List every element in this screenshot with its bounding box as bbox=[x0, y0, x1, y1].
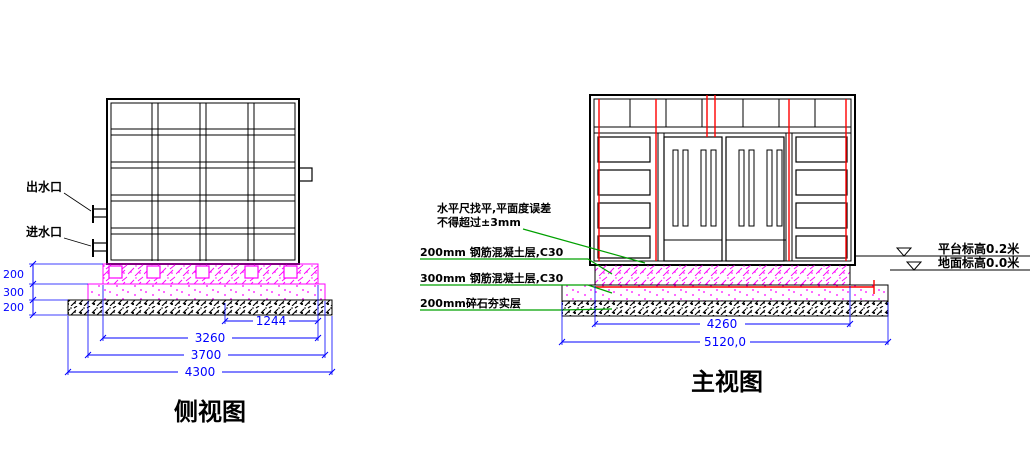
side-tank-mullions bbox=[151, 103, 255, 261]
side-tank-inner-frame bbox=[110, 102, 296, 261]
dim-5120-text: 5120,0 bbox=[704, 335, 746, 349]
dim-4260: 4260 bbox=[591, 317, 854, 331]
layer-dim-extensions bbox=[29, 263, 103, 316]
side-view-title: 侧视图 bbox=[174, 398, 246, 426]
double-doors bbox=[663, 136, 786, 262]
side-concrete-layer-300 bbox=[87, 283, 326, 301]
leveling-note-line1: 水平尺找平,平面度误差 bbox=[437, 201, 551, 215]
dim-5120: 5120,0 bbox=[558, 335, 892, 349]
front-view-title: 主视图 bbox=[691, 368, 763, 396]
elevation-triangle-icons bbox=[895, 247, 923, 271]
door-leaf-left bbox=[663, 136, 723, 262]
inlet-label: 进水口 bbox=[26, 224, 62, 239]
elevation-lines bbox=[856, 255, 1030, 271]
layer2-leader bbox=[420, 284, 613, 294]
leveling-note-line2: 不得超过±3mm bbox=[437, 215, 521, 229]
top-band-rails bbox=[594, 126, 851, 134]
front-width-dimensions: 4260 5120,0 bbox=[558, 286, 892, 349]
outlet-pipe bbox=[92, 208, 108, 218]
front-view: 水平尺找平,平面度误差 不得超过±3mm 200mm 钢筋混凝土层,C30 30… bbox=[420, 94, 1030, 396]
pedestal-block bbox=[283, 265, 298, 279]
inlet-pipe bbox=[92, 242, 108, 252]
dim-200-top: 200 bbox=[3, 268, 24, 281]
pedestal-block bbox=[195, 265, 210, 279]
dim-1244: 1244 bbox=[221, 314, 322, 328]
pedestal-block bbox=[244, 265, 259, 279]
red-reference-line bbox=[595, 280, 875, 294]
ground-elevation-label: 地面标高0.0米 bbox=[938, 255, 1020, 270]
side-gravel-layer-200 bbox=[67, 299, 333, 316]
door-slots bbox=[672, 149, 783, 227]
dim-4300: 4300 bbox=[64, 365, 336, 379]
dim-3260-text: 3260 bbox=[195, 331, 226, 345]
left-panel-cells bbox=[597, 136, 651, 259]
top-band-mullions bbox=[629, 99, 816, 127]
layer1-leader bbox=[420, 258, 613, 275]
side-width-dimensions: 1244 3260 3700 4300 bbox=[64, 285, 336, 379]
side-tank-outline bbox=[106, 98, 300, 265]
dim-3700: 3700 bbox=[84, 348, 329, 362]
elevation-markers: 平台标高0.2米 地面标高0.0米 bbox=[856, 241, 1030, 271]
outlet-label: 出水口 bbox=[26, 179, 62, 194]
dim-200-bottom: 200 bbox=[3, 301, 24, 314]
front-tank bbox=[589, 94, 856, 266]
door-leaf-right bbox=[725, 136, 785, 262]
leveling-leader bbox=[522, 228, 646, 264]
right-panel-cells bbox=[795, 136, 848, 259]
dim-4300-text: 4300 bbox=[185, 365, 216, 379]
inlet-leader bbox=[63, 237, 92, 247]
front-dim-extensions bbox=[561, 286, 889, 345]
platform-elevation-label: 平台标高0.2米 bbox=[938, 241, 1020, 256]
dim-1244-text: 1244 bbox=[256, 314, 287, 328]
red-seam-lines bbox=[598, 95, 847, 261]
outlet-leader bbox=[63, 192, 92, 212]
layer3-label: 200mm碎石夯实层 bbox=[420, 296, 521, 310]
dim-4260-text: 4260 bbox=[707, 317, 738, 331]
dim-300-mid: 300 bbox=[3, 286, 24, 299]
side-ports: 出水口 进水口 bbox=[26, 179, 108, 257]
side-tank-rails bbox=[111, 128, 295, 235]
leveling-annotations: 水平尺找平,平面度误差 不得超过±3mm 200mm 钢筋混凝土层,C30 30… bbox=[420, 201, 646, 311]
side-foundation bbox=[67, 263, 333, 316]
dim-3260: 3260 bbox=[99, 331, 322, 345]
side-layer-dimensions: 200 300 200 bbox=[3, 260, 103, 319]
side-view: 出水口 进水口 200 300 200 bbox=[3, 98, 336, 426]
side-tank bbox=[106, 98, 313, 265]
front-foundation bbox=[561, 264, 889, 317]
dim-3700-text: 3700 bbox=[191, 348, 222, 362]
layer1-label: 200mm 钢筋混凝土层,C30 bbox=[420, 245, 564, 259]
pedestal-block bbox=[108, 265, 123, 279]
front-concrete-layer-200 bbox=[594, 264, 851, 286]
layer2-label: 300mm 钢筋混凝土层,C30 bbox=[420, 271, 564, 285]
width-dim-extensions bbox=[67, 285, 333, 375]
pedestal-block bbox=[146, 265, 161, 279]
side-tank-tab bbox=[298, 167, 313, 182]
